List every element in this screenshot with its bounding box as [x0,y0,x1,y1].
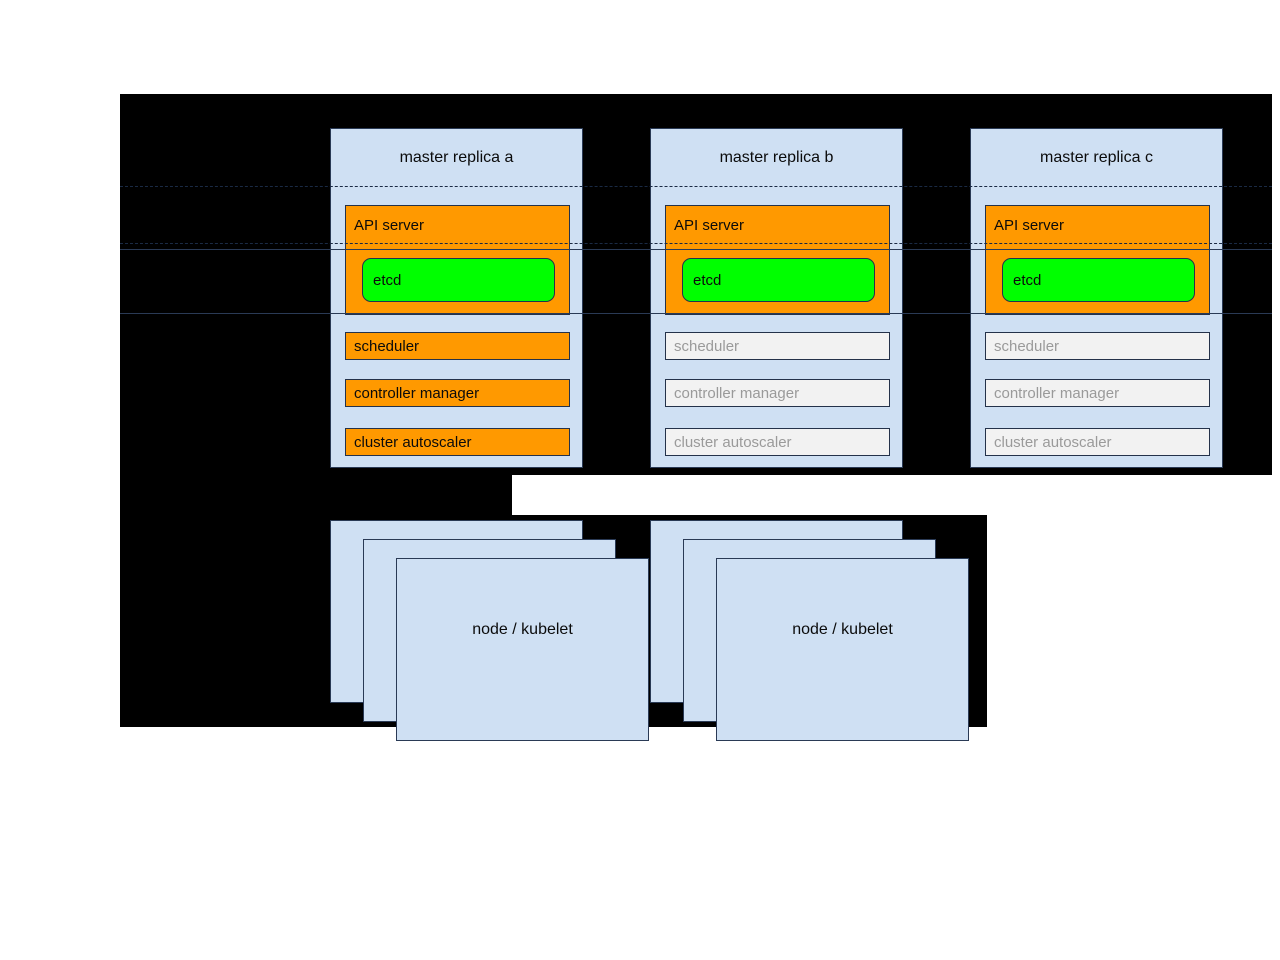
node-card-front[interactable]: node / kubelet [396,558,649,741]
api-server-label: API server [994,217,1065,234]
node-kubelet-label: node / kubelet [472,621,573,638]
master-replica-a-title: master replica a [399,149,514,166]
master-replica-a-etcd[interactable]: etcd [362,258,555,302]
master-replica-a-scheduler[interactable]: scheduler [345,332,570,360]
master-replica-a-cluster-autoscaler[interactable]: cluster autoscaler [345,428,570,456]
master-replica-c-controller-manager[interactable]: controller manager [985,379,1210,407]
master-replica-c-title: master replica c [1040,149,1153,166]
master-replica-a-controller-manager[interactable]: controller manager [345,379,570,407]
master-replica-c-api-server-block[interactable]: API server etcd [985,205,1210,315]
master-replica-b-scheduler[interactable]: scheduler [665,332,890,360]
master-replica-c-cluster-autoscaler[interactable]: cluster autoscaler [985,428,1210,456]
divider-dashed-lower [120,243,1272,244]
master-replica-c-scheduler[interactable]: scheduler [985,332,1210,360]
master-replica-b-etcd[interactable]: etcd [682,258,875,302]
master-replica-b-cluster-autoscaler[interactable]: cluster autoscaler [665,428,890,456]
master-replica-a-panel[interactable]: master replica a API server etcd schedul… [330,128,583,468]
master-replica-a-api-server-block[interactable]: API server etcd [345,205,570,315]
master-replica-b-panel[interactable]: master replica b API server etcd schedul… [650,128,903,468]
api-server-label: API server [674,217,745,234]
divider-dashed-upper [120,186,1272,187]
divider-solid-lower [120,313,1272,314]
master-replica-b-controller-manager[interactable]: controller manager [665,379,890,407]
node-card-front[interactable]: node / kubelet [716,558,969,741]
master-replica-b-api-server-block[interactable]: API server etcd [665,205,890,315]
api-server-label: API server [354,217,425,234]
divider-solid-upper [120,249,1272,250]
master-replica-c-etcd[interactable]: etcd [1002,258,1195,302]
node-kubelet-label: node / kubelet [792,621,893,638]
master-replica-c-panel[interactable]: master replica c API server etcd schedul… [970,128,1223,468]
master-replica-b-title: master replica b [719,149,834,166]
